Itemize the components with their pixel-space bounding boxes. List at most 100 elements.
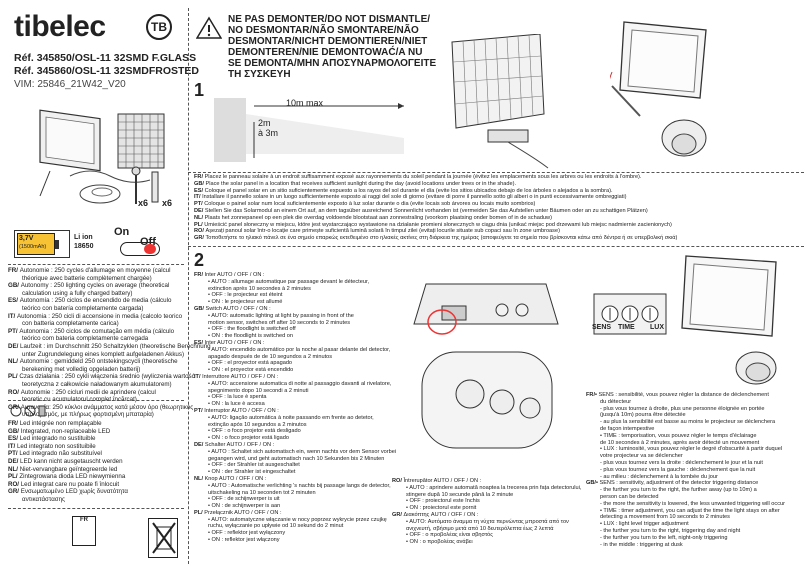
line-text: Integrated, non-replaceable LED	[20, 427, 111, 435]
lang-code: RO/	[194, 228, 206, 235]
warning-line: ΤΗ ΣΥΣΚΕΥΗ	[228, 69, 291, 80]
certification-mark: TB	[146, 14, 172, 40]
line-text: • OFF : reflektor jest wyłączony	[208, 530, 286, 537]
lang-code: PT/	[194, 407, 205, 414]
led-line: NL/ Niet-vervangbare geïntegreerde led	[8, 466, 186, 474]
line-text: Διακόπτης AUTO / OFF / ON :	[403, 511, 479, 518]
led-line: αντικατάστασης	[8, 496, 186, 504]
sensor-line: person can be detected	[586, 494, 804, 501]
line-text: ανιχνευτή, σβήσιμο μετά από 10 δευτερόλε…	[406, 525, 554, 532]
sensor-line: GB/• SENS : sensitivity, adjustment of t…	[586, 480, 804, 487]
mode-line: • OFF : the floodlight is switched off	[194, 326, 394, 333]
sensor-line: - the further you turn to the right, the…	[586, 487, 804, 494]
line-text: extinção após 10 segundos a 2 minutos	[208, 421, 307, 428]
led-line: IT/ Led integrato non sostituibile	[8, 443, 186, 451]
mode-line: stingere după 10 secunde până la 2 minut…	[392, 492, 580, 499]
mode-line: • ON : reflektor jest włączony	[194, 537, 394, 544]
sensor-line: - au plus la sensibilité est basse au mo…	[586, 419, 804, 426]
line-text: υπολογισμός, με πλήρως φορτισμένη μπαταρ…	[22, 411, 154, 419]
battery-line: GB/ Autonomy : 250 lighting cycles on av…	[8, 282, 186, 290]
onoff-diagram: On Off	[114, 226, 178, 262]
line-text: • ON : la luce è accesa	[208, 401, 265, 408]
sensor-line: - the further you turn to the left, nigh…	[586, 535, 804, 542]
mode-line: • ON : proiectorul este pornit	[392, 505, 580, 512]
line-text: detecting a movement from 10 seconds to …	[600, 514, 730, 521]
line-text: person can be detected	[600, 493, 659, 500]
sensor-line: • TIME : timer adjustment, you can adjus…	[586, 508, 804, 515]
lang-code: RO/	[392, 478, 404, 484]
line-text: • OFF : el proyector está apagado	[208, 360, 293, 367]
line-text: • AUTO : aprindere automată noaptea la t…	[406, 484, 582, 491]
line-text: stingere după 10 secunde până la 2 minut…	[406, 491, 514, 498]
step-2-number: 2	[194, 250, 205, 270]
sensor-adjust-instructions: FR/• SENS : sensibilité, vous pouvez rég…	[586, 392, 804, 548]
line-text: • LUX : light level trigger adjustment	[600, 521, 689, 528]
lang-code: NL/	[194, 475, 205, 482]
line-text: Laufzeit : im Durchschnitt 250 Schaltzyk…	[20, 342, 211, 350]
mode-line: • OFF : le projecteur est éteint	[194, 292, 394, 299]
line-text: Czas działania : 250 cykli włączenia śre…	[19, 373, 195, 381]
lang-code: GB/•	[586, 480, 600, 487]
line-text: - plus vous tournez vers la gauche : déc…	[600, 466, 756, 473]
screw-icon	[131, 166, 141, 204]
led-line: GB/ Integrated, non-replaceable LED	[8, 428, 186, 436]
lang-code: DE/	[194, 207, 205, 214]
lang-code: FR/	[194, 272, 205, 278]
line-text: Place the solar panel in a location that…	[205, 180, 517, 187]
mode-line: GB/ Switch AUTO / OFF / ON :	[194, 306, 394, 313]
battery-autonomy-block: FR/ Autonomie : 250 cycles d'allumage en…	[8, 267, 211, 419]
lang-code: PL/	[194, 221, 205, 228]
warning-line: DESMONTAR/NICHT DEMONTIEREN/NIET	[228, 36, 428, 47]
line-text: Plaats het zonnepaneel op een plek die o…	[204, 214, 552, 221]
line-text: • OFF : de schijnwerper is uit	[208, 496, 280, 503]
line-text: Interruttore AUTO / OFF / ON :	[202, 373, 279, 380]
lang-code: NL/	[8, 358, 20, 366]
lang-code: PL/	[8, 473, 20, 481]
line-text: • ON : der Strahler ist eingeschaltet	[208, 469, 296, 476]
lang-code: FR/	[194, 174, 205, 180]
mode-line: • OFF : proiectorul este închis	[392, 498, 580, 505]
mode-switch-instructions: FR/ Inter AUTO / OFF / ON :• AUTO : allu…	[194, 272, 396, 544]
line-text: • OFF : proiectorul este închis	[406, 498, 480, 505]
mode-line: DE/ Schalter AUTO / OFF / ON :	[194, 442, 394, 449]
line-text: • TIME : temporisation, vous pouvez régl…	[600, 432, 757, 439]
line-text: Switch AUTO / OFF / ON :	[205, 305, 271, 312]
placement-line: GB/ Place the solar panel in a location …	[194, 181, 804, 188]
on-label: On	[114, 226, 130, 238]
mode-line: • AUTO: ligação automática à noite passa…	[194, 415, 394, 422]
mode-line: • ON : de schijnwerper is aan	[194, 503, 394, 510]
battery-voltage: 3,7V	[19, 235, 34, 242]
placement-line: PL/ Umieścić panel słoneczny w miejscu, …	[194, 222, 804, 229]
line-text: Niet-vervangbare geïntegreerde led	[19, 465, 118, 473]
line-text: • ON : proiectorul este pornit	[406, 505, 477, 512]
battery-line: PT/ Autonomia : 250 ciclos de comutação …	[8, 328, 186, 336]
line-text: Schalter AUTO / OFF / ON :	[204, 441, 275, 448]
battery-line: théorique avec batterie complètement cha…	[8, 275, 186, 283]
line-text: - the further you turn to the left, nigh…	[600, 534, 728, 541]
lang-code: IT/	[8, 442, 17, 450]
warning-line: DEMONTEREN/NIE DEMONTOWAĆ/A NU	[228, 47, 423, 58]
line-text: • AUTO: ligação automática à noite passa…	[208, 414, 374, 421]
line-text: • ON : o foco projetor está ligado	[208, 435, 289, 442]
lang-code: GR/	[8, 488, 21, 496]
line-text: motion sensor, switches off after 10 sec…	[208, 319, 350, 326]
sensor-line: - in the middle : triggering at dusk	[586, 542, 804, 549]
sensor-line: de façon intempestive	[586, 426, 804, 433]
lang-code: PT/	[194, 201, 205, 208]
placement-line: GR/ Τοποθετήστε το ηλιακό πάνελ σε ένα σ…	[194, 235, 804, 242]
line-text: SENS : sensitivity, adjustment of the de…	[599, 480, 759, 487]
line-text: Τοποθετήστε το ηλιακό πάνελ σε ένα σημεί…	[205, 235, 678, 242]
lang-code: FR/	[8, 420, 20, 427]
placement-line: DE/ Stellen Sie das Solarmodul an einem …	[194, 208, 804, 215]
battery-line: ES/ Autonomía : 250 ciclos de encendido …	[8, 297, 186, 305]
line-text: - au milieu : déclenchement à la tombée …	[600, 473, 718, 480]
knobs-illustration	[593, 293, 667, 335]
line-text: théorique avec batterie complètement cha…	[22, 274, 152, 282]
step-1-number: 1	[194, 80, 205, 100]
line-text: - the more the sensitivity is lowered, t…	[600, 500, 785, 507]
line-text: • ON : de schijnwerper is aan	[208, 503, 281, 510]
lang-code: GB/	[194, 305, 206, 312]
line-text: berekening met volledig opgeladen batter…	[22, 365, 141, 373]
led-line: PL/ Zintegrowana dioda LED niewymienna	[8, 473, 186, 481]
mode-line: • AUTO : aprindere automată noaptea la t…	[392, 484, 582, 492]
